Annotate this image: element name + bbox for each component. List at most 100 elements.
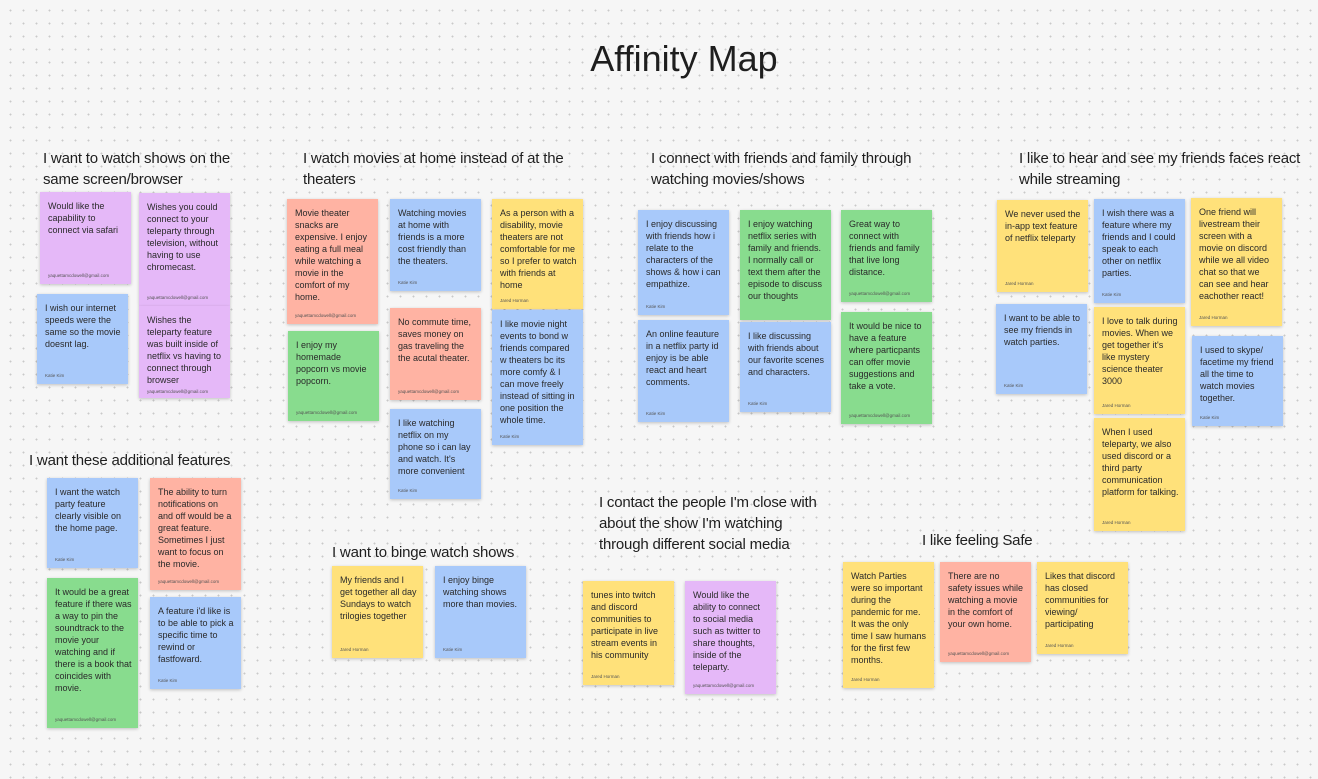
sticky-note[interactable]: Would like the capability to connect via… — [40, 192, 131, 284]
sticky-note-text: I enjoy my homemade popcorn vs movie pop… — [296, 340, 367, 386]
cluster-heading: I want to watch shows on the same screen… — [43, 150, 231, 188]
sticky-note[interactable]: One friend will livestream their screen … — [1191, 198, 1282, 326]
sticky-note-text: I want to be able to see my friends in w… — [1004, 313, 1081, 347]
sticky-note[interactable]: My friends and I get together all day Su… — [332, 566, 423, 658]
sticky-note-author: Jared Horman — [851, 677, 880, 682]
sticky-note-author: Katie Kim — [500, 434, 520, 439]
sticky-note-text: I wish there was a feature where my frie… — [1102, 208, 1176, 278]
sticky-note-text: Watch Parties were so important during t… — [851, 571, 927, 665]
sticky-note-author: Katie Kim — [646, 411, 666, 416]
sticky-note-text: A feature i'd like is to be able to pick… — [158, 606, 234, 664]
sticky-note-text: Would like the ability to connect to soc… — [693, 590, 761, 672]
sticky-note-text: Watching movies at home with friends is … — [398, 208, 467, 266]
sticky-note[interactable]: Great way to connect with friends and fa… — [841, 210, 932, 302]
sticky-note[interactable]: As a person with a disability, movie the… — [492, 199, 583, 309]
sticky-note[interactable]: No commute time, saves money on gas trav… — [390, 308, 481, 400]
sticky-note-author: yaquettamcdowell@gmail.com — [147, 389, 209, 394]
sticky-note-text: Wishes the teleparty feature was built i… — [147, 315, 222, 385]
sticky-note-text: An online feauture in a netflix party id… — [646, 329, 720, 387]
sticky-note-author: Katie Kim — [55, 557, 75, 562]
sticky-note-text: Likes that discord has closed communitie… — [1045, 571, 1116, 629]
sticky-note-text: We never used the in-app text feature of… — [1005, 209, 1081, 243]
sticky-note[interactable]: Would like the ability to connect to soc… — [685, 581, 776, 694]
sticky-note-text: As a person with a disability, movie the… — [500, 208, 577, 290]
sticky-note-text: There are no safety issues while watchin… — [948, 571, 1024, 629]
sticky-note[interactable]: I enjoy binge watching shows more than m… — [435, 566, 526, 658]
sticky-note-text: I love to talk during movies. When we ge… — [1102, 316, 1178, 386]
sticky-note-text: I want the watch party feature clearly v… — [55, 487, 122, 533]
sticky-note[interactable]: I like movie night events to bond w frie… — [492, 310, 583, 445]
cluster-heading: I want these additional features — [29, 452, 231, 469]
sticky-note-author: Jared Horman — [1102, 520, 1131, 525]
sticky-note[interactable]: There are no safety issues while watchin… — [940, 562, 1031, 662]
sticky-note-text: Great way to connect with friends and fa… — [849, 219, 920, 277]
sticky-note[interactable]: Watch Parties were so important during t… — [843, 562, 934, 688]
sticky-note-author: Katie Kim — [1102, 292, 1122, 297]
sticky-note-text: When I used teleparty, we also used disc… — [1102, 427, 1179, 497]
sticky-note-author: Jared Horman — [1199, 315, 1228, 320]
cluster-heading: I want to binge watch shows — [332, 544, 515, 561]
sticky-note-text: I enjoy discussing with friends how i re… — [646, 219, 721, 289]
sticky-note[interactable]: I want the watch party feature clearly v… — [47, 478, 138, 568]
sticky-note-text: Would like the capability to connect via… — [48, 201, 119, 235]
sticky-note-text: The ability to turn notifications on and… — [158, 487, 232, 569]
sticky-note[interactable]: Movie theater snacks are expensive. I en… — [287, 199, 378, 324]
sticky-note[interactable]: I like discussing with friends about our… — [740, 322, 831, 412]
sticky-note[interactable]: I used to skype/ facetime my friend all … — [1192, 336, 1283, 426]
sticky-note-author: yaquettamcdowell@gmail.com — [849, 413, 911, 418]
sticky-note-author: Jared Horman — [591, 674, 620, 679]
sticky-note[interactable]: I enjoy discussing with friends how i re… — [638, 210, 729, 315]
sticky-note[interactable]: When I used teleparty, we also used disc… — [1094, 418, 1185, 531]
sticky-note[interactable]: I love to talk during movies. When we ge… — [1094, 307, 1185, 414]
sticky-note[interactable]: It would be a great feature if there was… — [47, 578, 138, 728]
cluster-heading: I watch movies at home instead of at the… — [303, 150, 564, 188]
sticky-note-text: I used to skype/ facetime my friend all … — [1200, 345, 1274, 403]
sticky-note-author: yaquettamcdowell@gmail.com — [147, 295, 209, 300]
sticky-note-author: Katie Kim — [1004, 383, 1024, 388]
sticky-note-text: tunes into twitch and discord communitie… — [591, 590, 659, 660]
sticky-note-text: Movie theater snacks are expensive. I en… — [295, 208, 368, 302]
cluster-heading: I connect with friends and family throug… — [651, 150, 912, 188]
sticky-note[interactable]: I wish our internet speeds were the same… — [37, 294, 128, 384]
cluster-heading: I like to hear and see my friends faces … — [1019, 150, 1301, 188]
sticky-note-text: It would be nice to have a feature where… — [849, 321, 922, 391]
sticky-note[interactable]: I wish there was a feature where my frie… — [1094, 199, 1185, 303]
sticky-note-author: yaquettamcdowell@gmail.com — [398, 389, 460, 394]
sticky-note[interactable]: tunes into twitch and discord communitie… — [583, 581, 674, 685]
sticky-note-author: yaquettamcdowell@gmail.com — [693, 683, 755, 688]
sticky-note-text: It would be a great feature if there was… — [55, 587, 132, 693]
sticky-note-text: I like discussing with friends about our… — [748, 331, 825, 377]
sticky-note[interactable]: It would be nice to have a feature where… — [841, 312, 932, 424]
sticky-note[interactable]: An online feauture in a netflix party id… — [638, 320, 729, 422]
sticky-note-author: Jared Horman — [1045, 643, 1074, 648]
sticky-note-text: My friends and I get together all day Su… — [340, 575, 417, 621]
sticky-note[interactable]: We never used the in-app text feature of… — [997, 200, 1088, 292]
sticky-note-author: yaquettamcdowell@gmail.com — [849, 291, 911, 296]
sticky-note-text: I like watching netflix on my phone so i… — [398, 418, 471, 476]
sticky-note[interactable]: I enjoy my homemade popcorn vs movie pop… — [288, 331, 379, 421]
sticky-note-author: Katie Kim — [45, 373, 65, 378]
cluster-heading: I contact the people I'm close with abou… — [599, 494, 817, 553]
sticky-note-author: yaquettamcdowell@gmail.com — [296, 410, 358, 415]
sticky-note[interactable]: The ability to turn notifications on and… — [150, 478, 241, 590]
sticky-note-author: Katie Kim — [443, 647, 463, 652]
board-title: Affinity Map — [590, 38, 778, 79]
sticky-note[interactable]: Watching movies at home with friends is … — [390, 199, 481, 291]
sticky-note-text: One friend will livestream their screen … — [1199, 207, 1270, 301]
sticky-note[interactable]: I like watching netflix on my phone so i… — [390, 409, 481, 499]
sticky-note-author: Katie Kim — [398, 488, 418, 493]
sticky-note[interactable]: I enjoy watching netflix series with fam… — [740, 210, 831, 320]
sticky-note-author: Katie Kim — [646, 304, 666, 309]
sticky-note[interactable]: A feature i'd like is to be able to pick… — [150, 597, 241, 689]
sticky-note-text: I wish our internet speeds were the same… — [45, 303, 121, 349]
sticky-note[interactable]: I want to be able to see my friends in w… — [996, 304, 1087, 394]
sticky-note[interactable]: Wishes the teleparty feature was built i… — [139, 306, 230, 398]
sticky-note-author: Katie Kim — [748, 401, 768, 406]
sticky-note-author: Jared Horman — [1005, 281, 1034, 286]
sticky-note[interactable]: Likes that discord has closed communitie… — [1037, 562, 1128, 654]
sticky-note-author: Katie Kim — [158, 678, 178, 683]
sticky-note[interactable]: Wishes you could connect to your telepar… — [139, 193, 230, 306]
sticky-note-author: Katie Kim — [398, 280, 418, 285]
sticky-note-author: Jared Horman — [340, 647, 369, 652]
sticky-note-author: yaquettamcdowell@gmail.com — [48, 273, 110, 278]
